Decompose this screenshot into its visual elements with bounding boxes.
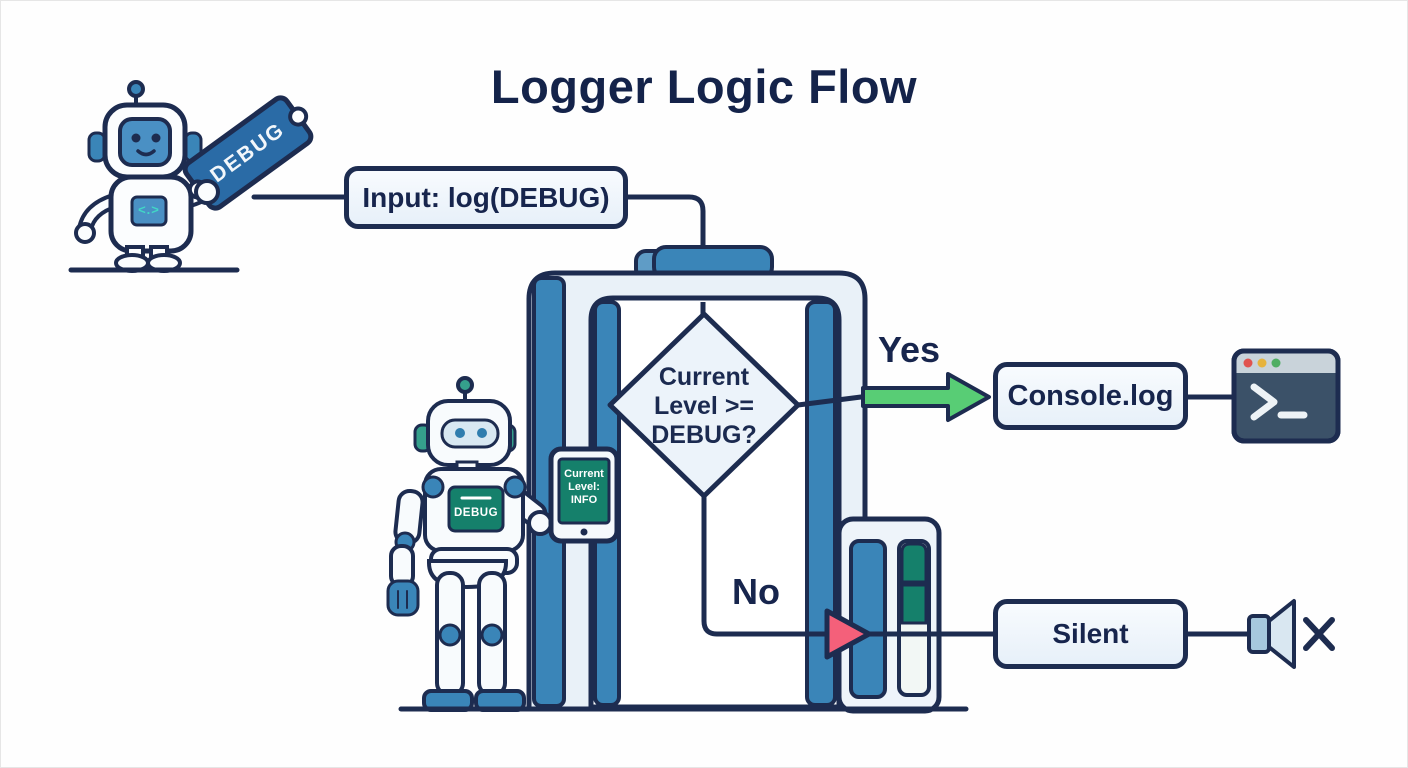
terminal-icon — [1231, 348, 1341, 444]
guard-left-hand — [386, 579, 420, 617]
muted-speaker-icon — [1247, 599, 1335, 669]
terminal-dot-red — [1243, 358, 1253, 368]
console-log-label: Console.log — [1007, 379, 1174, 412]
yes-branch-label: Yes — [877, 329, 941, 370]
terminal-prompt-chevron — [1250, 383, 1278, 421]
yes-arrow-icon — [861, 372, 991, 422]
mascot-chest-screen — [130, 195, 168, 227]
gate-side-panel — [836, 516, 942, 714]
mascot-face-screen — [118, 117, 172, 167]
indicator-segment-top — [900, 542, 928, 584]
tablet-home-button — [580, 528, 588, 536]
decision-label: Current Level >= DEBUG? — [651, 363, 757, 449]
guard-eye-left — [455, 428, 465, 438]
input-node: Input: log(DEBUG) — [344, 166, 628, 229]
guard-right-hand — [527, 510, 553, 536]
terminal-dot-green — [1271, 358, 1281, 368]
terminal-dot-yellow — [1257, 358, 1267, 368]
guard-robot — [386, 376, 553, 712]
level-tablet — [548, 446, 620, 544]
speaker-cone — [1267, 599, 1296, 669]
mascot-right-hand — [194, 179, 220, 205]
input-node-label: Input: log(DEBUG) — [362, 181, 610, 213]
console-log-node: Console.log — [993, 362, 1188, 430]
silent-label: Silent — [1052, 618, 1129, 649]
guard-shoulder-right — [503, 475, 527, 499]
mascot-robot — [74, 80, 212, 273]
decision-diamond — [607, 311, 801, 499]
guard-eye-right — [477, 428, 487, 438]
no-branch-label: No — [732, 571, 780, 612]
guard-chest-label: DEBUG — [453, 507, 499, 519]
diagram-title: Logger Logic Flow — [490, 60, 918, 113]
ticket-notch-right — [288, 106, 309, 127]
guard-shoulder-left — [421, 475, 445, 499]
silent-node: Silent — [993, 599, 1188, 669]
tablet-screen — [557, 457, 611, 525]
mascot-eye-left — [131, 133, 141, 143]
connector-yes-line — [795, 394, 864, 408]
guard-visor — [440, 418, 500, 449]
connector-no-line — [701, 493, 996, 637]
guard-knee-right — [480, 623, 504, 647]
tablet-screen-text: Current Level: INFO — [564, 468, 604, 506]
mute-x-icon — [1303, 617, 1335, 651]
mascot-chest-code: <.> — [138, 202, 160, 217]
indicator-segment-mid — [900, 583, 928, 625]
side-panel-door — [849, 539, 887, 699]
mascot-left-hand — [74, 222, 96, 244]
connector-input-to-decision — [625, 194, 706, 334]
no-arrowhead-icon — [824, 608, 872, 660]
mascot-eye-right — [151, 133, 161, 143]
guard-knee-left — [438, 623, 462, 647]
mascot-antenna-ball — [127, 80, 145, 98]
speaker-driver — [1247, 614, 1271, 654]
guard-antenna-ball — [456, 376, 474, 394]
mascot-smile — [136, 149, 156, 157]
